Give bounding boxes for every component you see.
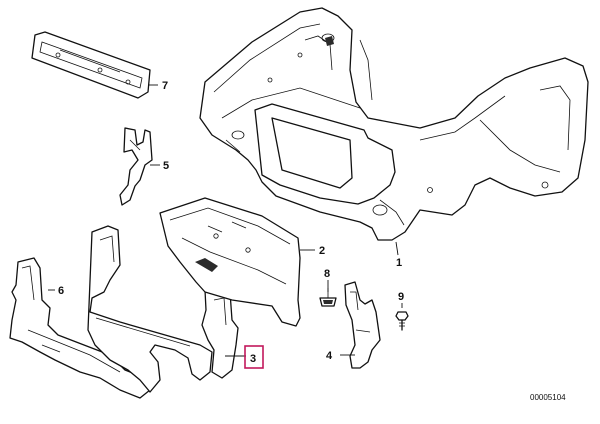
part-4-drawing[interactable]: [344, 281, 381, 369]
part-1-drawing[interactable]: [199, 7, 589, 241]
callout-9[interactable]: 9: [398, 291, 404, 303]
part-3-drawing[interactable]: [87, 225, 239, 393]
document-number: 00005104: [530, 393, 566, 402]
callout-6[interactable]: 6: [58, 285, 64, 297]
part-9-drawing[interactable]: [395, 311, 409, 331]
part-5-drawing[interactable]: [119, 127, 153, 206]
callout-5[interactable]: 5: [163, 160, 169, 172]
part-7-drawing[interactable]: [31, 31, 151, 99]
part-2-drawing[interactable]: [159, 197, 301, 327]
callout-2[interactable]: 2: [319, 245, 325, 257]
callout-7[interactable]: 7: [162, 80, 168, 92]
callout-1[interactable]: 1: [396, 257, 402, 269]
leader-lines: [48, 84, 403, 357]
highlight-box: [244, 345, 264, 369]
callout-8[interactable]: 8: [324, 268, 330, 280]
callout-4[interactable]: 4: [326, 350, 333, 362]
callout-3-highlighted[interactable]: 3: [244, 345, 264, 369]
callout-3[interactable]: 3: [250, 353, 256, 365]
part-8-drawing[interactable]: [319, 288, 337, 307]
